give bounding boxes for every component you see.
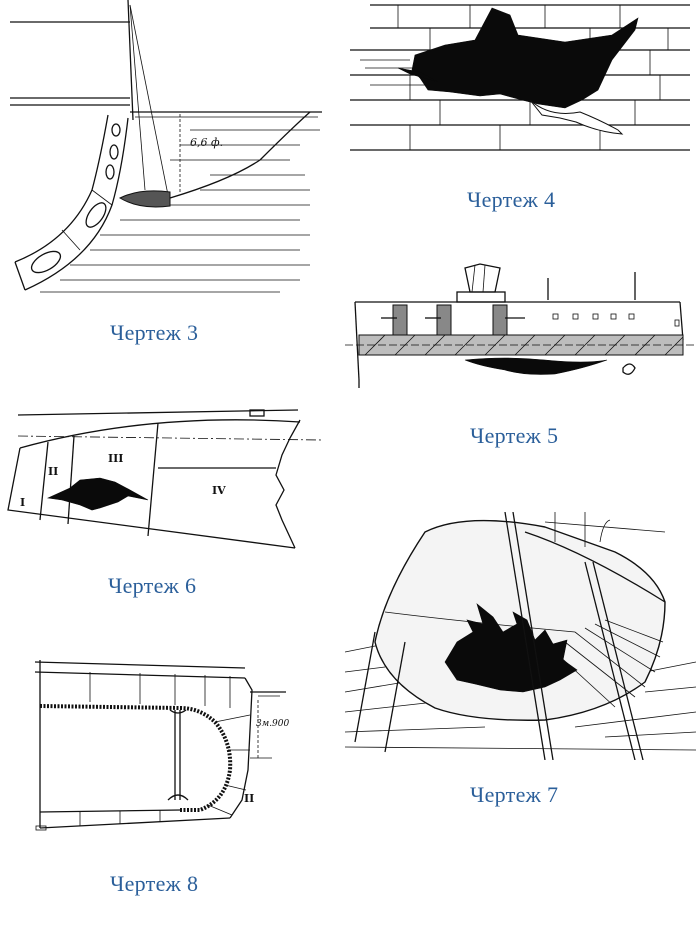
figure-5-drawing: [345, 260, 696, 400]
figure-8-section-label: II: [244, 792, 254, 805]
figure-4-drawing: [350, 0, 696, 160]
figure-6-caption: Чертеж 6: [108, 573, 197, 598]
compartment-label-1: I: [20, 496, 25, 509]
compartment-label-2: II: [48, 465, 58, 478]
figure-5-caption: Чертеж 5: [470, 423, 559, 448]
figure-3-caption: Чертеж 3: [110, 320, 199, 345]
figure-8-drawing: 3м.900 II: [0, 650, 330, 840]
figure-8-caption: Чертеж 8: [110, 871, 199, 896]
figure-7-drawing: [345, 512, 696, 760]
figure-4-caption: Чертеж 4: [467, 187, 556, 212]
figure-6-drawing: I II III IV: [0, 400, 330, 560]
figure-3-annotation: 6,6 ф.: [190, 136, 223, 149]
figure-3-drawing: 6,6 ф.: [0, 0, 330, 300]
figure-7-caption: Чертеж 7: [470, 782, 559, 807]
figure-8-annotation: 3м.900: [256, 719, 290, 729]
compartment-label-4: IV: [212, 484, 226, 497]
compartment-label-3: III: [108, 452, 123, 465]
